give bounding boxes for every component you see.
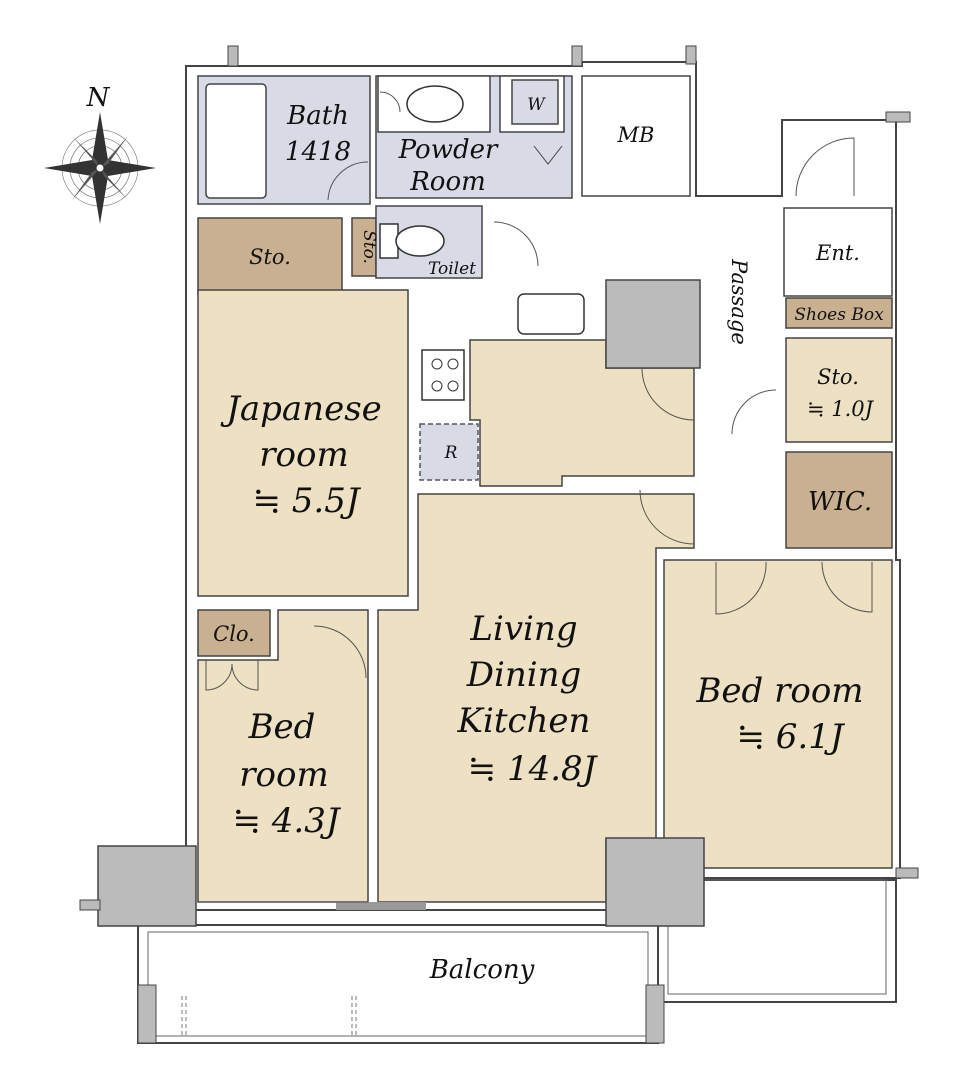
ldk-label-3: Kitchen xyxy=(457,701,591,741)
walk-in-closet xyxy=(785,451,893,549)
washer-icon xyxy=(511,79,559,125)
washer-label: W xyxy=(527,95,546,115)
compass-north-label: N xyxy=(86,83,111,113)
kitchen-sink-icon xyxy=(517,293,585,335)
storage-small-label: Sto. xyxy=(359,230,379,264)
storage-right xyxy=(785,337,893,443)
mb-label: MB xyxy=(617,123,655,147)
closet xyxy=(197,609,271,657)
entrance-label: Ent. xyxy=(815,241,860,265)
stove-icon xyxy=(421,349,465,401)
storage-right-label: Sto. xyxy=(817,365,859,389)
door-swings xyxy=(198,91,873,903)
toilet-label: Toilet xyxy=(428,259,476,279)
bathtub-icon xyxy=(205,83,267,199)
bedroom-left-size: ≒ 4.3J xyxy=(233,801,342,841)
storage-small xyxy=(351,217,377,277)
ldk-label-2: Dining xyxy=(466,655,582,695)
toilet-icon xyxy=(395,225,445,257)
ldk-label-1: Living xyxy=(469,609,577,649)
pillar-bottom xyxy=(605,837,705,927)
entrance-area xyxy=(783,207,893,297)
japanese-room-area xyxy=(197,289,409,597)
passage-label: Passage xyxy=(727,258,751,345)
japanese-room-size: ≒ 5.5J xyxy=(253,481,362,521)
bedroom-left-label-2: room xyxy=(239,755,328,795)
room-labels: N Bath 1418 Powder Room W MB Sto. Sto. T… xyxy=(86,83,884,985)
storage-left-label: Sto. xyxy=(249,245,291,269)
bath-size-label: 1418 xyxy=(285,137,351,167)
pillar-left xyxy=(97,845,197,927)
balcony xyxy=(137,879,897,1044)
storage-right-size: ≒ 1.0J xyxy=(807,397,875,421)
refrigerator-label: R xyxy=(444,443,458,463)
ldk-size: ≒ 14.8J xyxy=(468,749,599,789)
bedroom-right-area xyxy=(663,559,893,869)
shoes-box xyxy=(785,297,893,329)
bedroom-right-label: Bed room xyxy=(695,671,863,711)
bath-label: Bath xyxy=(286,101,349,131)
compass-rose-icon xyxy=(44,112,156,224)
passage-area xyxy=(704,206,778,548)
powder-room-label-2: Room xyxy=(409,167,486,197)
japanese-room-label-1: Japanese xyxy=(220,389,382,429)
sink-icon xyxy=(406,85,464,123)
room-fills xyxy=(79,45,919,927)
bedroom-left-label-1: Bed xyxy=(248,707,316,747)
japanese-room-label-2: room xyxy=(259,435,348,475)
shoes-box-label: Shoes Box xyxy=(794,305,884,325)
wic-label: WIC. xyxy=(808,487,872,517)
balcony-label: Balcony xyxy=(429,955,535,985)
mb-area xyxy=(581,75,691,197)
refrigerator-area xyxy=(419,423,479,481)
bedroom-right-size: ≒ 6.1J xyxy=(737,717,846,757)
storage-left xyxy=(197,217,343,295)
pillar-top xyxy=(605,279,701,369)
powder-room-label-1: Powder xyxy=(398,135,499,165)
closet-label: Clo. xyxy=(213,622,255,646)
